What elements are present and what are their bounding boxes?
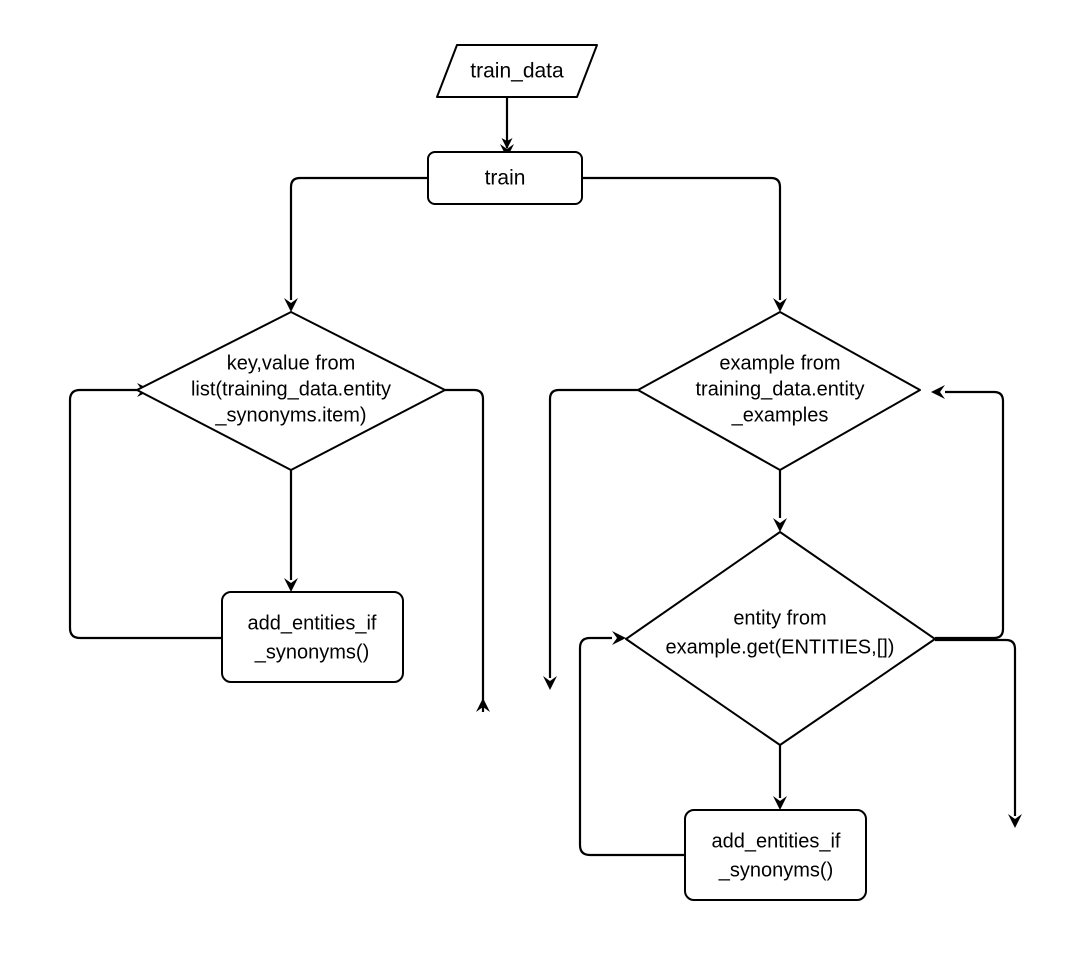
edge-train-to-loop-synonyms	[289, 176, 428, 300]
edge-train-to-loop-examples	[582, 176, 782, 300]
node-add-entities-right-label-line2: _synonyms()	[718, 859, 833, 881]
node-loop-synonyms-label-line3: _synonyms.item)	[214, 404, 366, 426]
add-entities-right-shape	[684, 809, 867, 901]
arrowhead-loopentities-loopexamples	[931, 385, 945, 399]
node-train-data-label: train_data	[470, 60, 564, 83]
arrowhead-train-loopexamples	[773, 298, 787, 312]
arrowhead-loopsynonyms-addleft	[284, 578, 298, 592]
node-loop-examples-label-line3: _examples	[731, 404, 829, 426]
node-loop-examples-label-line2: training_data.entity	[695, 378, 864, 400]
node-loop-synonyms[interactable]: key,value from list(training_data.entity…	[136, 311, 446, 471]
edge-loopentities-exit	[935, 638, 1017, 816]
arrowhead-train-loopsynonyms	[284, 298, 298, 312]
node-add-entities-left-label-line1: add_entities_if	[248, 612, 377, 634]
arrowhead-loopback-right	[612, 631, 626, 645]
edge-loopsynonyms-exit	[445, 388, 485, 712]
node-loop-entities[interactable]: entity from example.get(ENTITIES,[])	[625, 531, 936, 746]
arrowhead-loopentities-addright	[773, 796, 787, 810]
arrowhead-loopsynonyms-exit	[476, 698, 490, 712]
node-train-data[interactable]: train_data	[436, 44, 598, 98]
train-box-shape	[427, 151, 583, 205]
arrowhead-loopentities-exit	[1008, 814, 1022, 828]
edge-loopexamples-exit	[548, 388, 638, 678]
node-loop-examples[interactable]: example from training_data.entity _examp…	[637, 311, 921, 471]
node-train[interactable]: train	[427, 151, 583, 205]
node-loop-examples-label-line1: example from	[719, 352, 840, 374]
node-loop-synonyms-label-line1: key,value from	[227, 352, 356, 374]
arrowhead-loopexamples-exit	[543, 676, 557, 690]
edge-addentities-left-loopback	[68, 388, 222, 640]
arrowhead-loopexamples-loopentities	[773, 518, 787, 532]
parallelogram-shape	[436, 44, 598, 98]
node-add-entities-left[interactable]: add_entities_if _synonyms()	[221, 591, 404, 683]
node-add-entities-right-label-line1: add_entities_if	[712, 830, 841, 852]
node-add-entities-left-label-line2: _synonyms()	[254, 641, 369, 663]
node-add-entities-right[interactable]: add_entities_if _synonyms()	[684, 809, 867, 901]
node-loop-synonyms-label-line2: list(training_data.entity	[191, 378, 391, 400]
node-train-label: train	[485, 167, 526, 190]
edge-addentities-right-loopback	[578, 636, 685, 857]
add-entities-left-shape	[221, 591, 404, 683]
loop-synonyms-diamond-shape	[136, 311, 446, 471]
edge-loopentities-to-loopexamples	[935, 390, 1005, 640]
node-loop-entities-label-line1: entity from	[733, 607, 826, 629]
loop-examples-diamond-shape	[637, 311, 921, 471]
loop-entities-diamond-shape	[625, 531, 936, 746]
node-loop-entities-label-line2: example.get(ENTITIES,[])	[666, 636, 895, 658]
